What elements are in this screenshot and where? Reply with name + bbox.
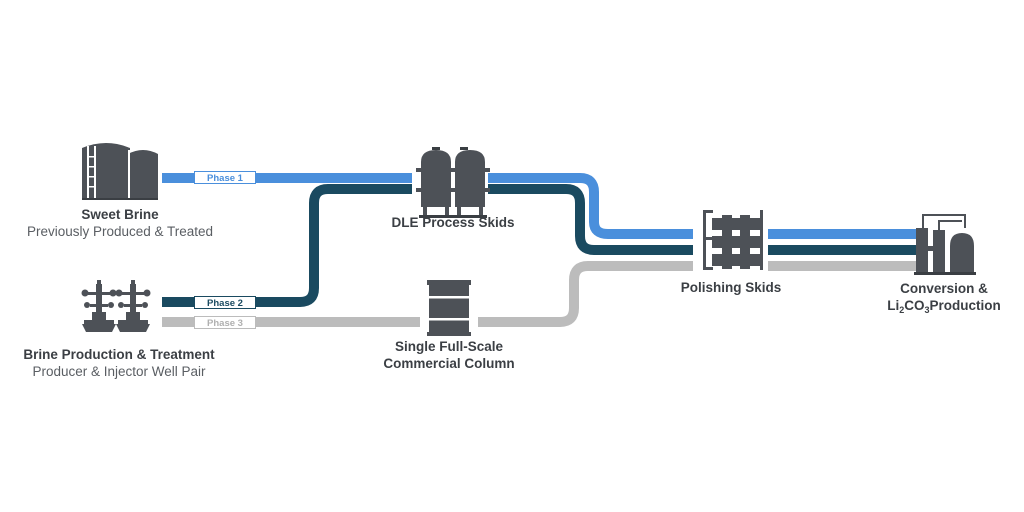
brine-production-label: Brine Production & Treatment Producer & … xyxy=(0,346,238,380)
sweet-brine-subtitle: Previously Produced & Treated xyxy=(26,224,214,239)
single-column-title-line2: Commercial Column xyxy=(383,356,515,371)
polishing-skid-icon xyxy=(703,210,763,270)
wellhead-icon xyxy=(81,280,151,332)
brine-production-subtitle: Producer & Injector Well Pair xyxy=(32,364,206,379)
dle-skids-title: DLE Process Skids xyxy=(391,215,515,230)
sweet-brine-label: Sweet Brine Previously Produced & Treate… xyxy=(0,206,240,240)
production-text: Production xyxy=(929,298,1001,313)
column-drum-icon xyxy=(427,280,471,336)
li-subscript: 2 xyxy=(899,305,905,315)
polishing-skids-title: Polishing Skids xyxy=(680,280,782,295)
phase3-pipe xyxy=(162,261,917,327)
phase1-tag: Phase 1 xyxy=(194,171,256,184)
sweet-brine-title: Sweet Brine xyxy=(81,207,159,222)
conversion-title-line1: Conversion & xyxy=(900,281,988,296)
co-text: CO xyxy=(904,298,925,313)
single-column-label: Single Full-Scale Commercial Column xyxy=(374,338,524,372)
li-text: Li xyxy=(887,298,900,313)
single-column-title-line1: Single Full-Scale xyxy=(394,339,504,354)
phase2-pipe xyxy=(162,184,917,307)
co-subscript: 3 xyxy=(924,305,930,315)
phase3-tag: Phase 3 xyxy=(194,316,256,329)
polishing-skids-label: Polishing Skids xyxy=(666,279,796,296)
conversion-label: Conversion & Li2CO3Production xyxy=(868,280,1020,315)
storage-tanks-icon xyxy=(82,143,158,200)
phase2-tag: Phase 2 xyxy=(194,296,256,309)
brine-production-title: Brine Production & Treatment xyxy=(23,347,215,362)
conversion-plant-icon xyxy=(914,214,976,275)
process-vessels-icon xyxy=(416,147,490,218)
conversion-title-line2: Li2CO3Production xyxy=(868,297,1020,315)
dle-skids-label: DLE Process Skids xyxy=(376,214,530,231)
